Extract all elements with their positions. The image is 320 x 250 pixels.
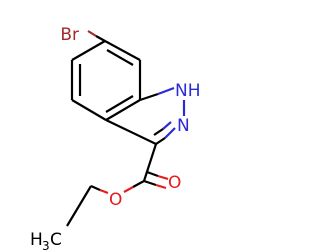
double-bond-carbonyl-carbon-half	[146, 170, 159, 178]
double-bond-n2-c3-inner-nitrogen-half	[162, 121, 172, 130]
bromine-label: Br	[60, 25, 79, 45]
bond-ester-o-ch2-oxygen-half	[99, 188, 109, 195]
bond-c7a-n1-nitrogen-half	[157, 86, 175, 96]
methyl-label: H 3 C	[30, 230, 62, 250]
bond-carbonyl-c-o-oxygen-half	[155, 183, 167, 190]
bond-c3a-c4	[71, 99, 107, 121]
nh-nitrogen-label: NH	[175, 81, 201, 101]
bond-carbonyl-c-o-carbon-half	[143, 179, 157, 187]
bond-carbonyl-c-ester-o-carbon-half	[132, 180, 145, 188]
double-bond-n2-c3-inner-carbon-half	[153, 128, 164, 136]
pyrazole-ring	[105, 86, 186, 145]
bond-n2-c3-carbon-half	[155, 137, 166, 145]
ester-group	[66, 143, 169, 227]
bond-c7a-c3a	[105, 99, 141, 121]
methyl-subscript-label: 3	[42, 239, 50, 250]
bond-ester-o-ch2-carbon-half	[90, 184, 101, 192]
double-bond-c6-c7-inner	[106, 49, 134, 66]
molecule-structure: Br NH N O O H 3 C	[30, 25, 201, 250]
bond-c7a-n1-carbon-half	[139, 92, 159, 102]
bond-c3-c3a	[105, 119, 157, 145]
bond-c3-carbonyl-carbon	[142, 143, 158, 182]
methyl-h-label: H	[30, 230, 43, 250]
n2-nitrogen-label: N	[177, 116, 190, 136]
benzene-ring	[70, 40, 142, 121]
bond-c6-c7	[104, 40, 141, 61]
methyl-c-label: C	[50, 230, 62, 250]
double-bond-carbonyl-oxygen-half	[157, 174, 169, 181]
bond-c6-br-bromine-half	[87, 30, 97, 37]
bond-carbonyl-c-ester-o-oxygen-half	[123, 186, 134, 193]
bond-c5-c6	[71, 40, 106, 61]
bond-n2-c3-nitrogen-half	[164, 127, 176, 139]
bond-ch2-ch3	[66, 185, 92, 227]
bromine-substituent: Br	[60, 25, 106, 45]
carbonyl-oxygen-label: O	[168, 173, 181, 193]
bond-c6-br-carbon-half	[95, 35, 106, 42]
double-bond-c7a-c3a-inner	[105, 95, 134, 113]
ester-oxygen-label: O	[109, 190, 122, 210]
